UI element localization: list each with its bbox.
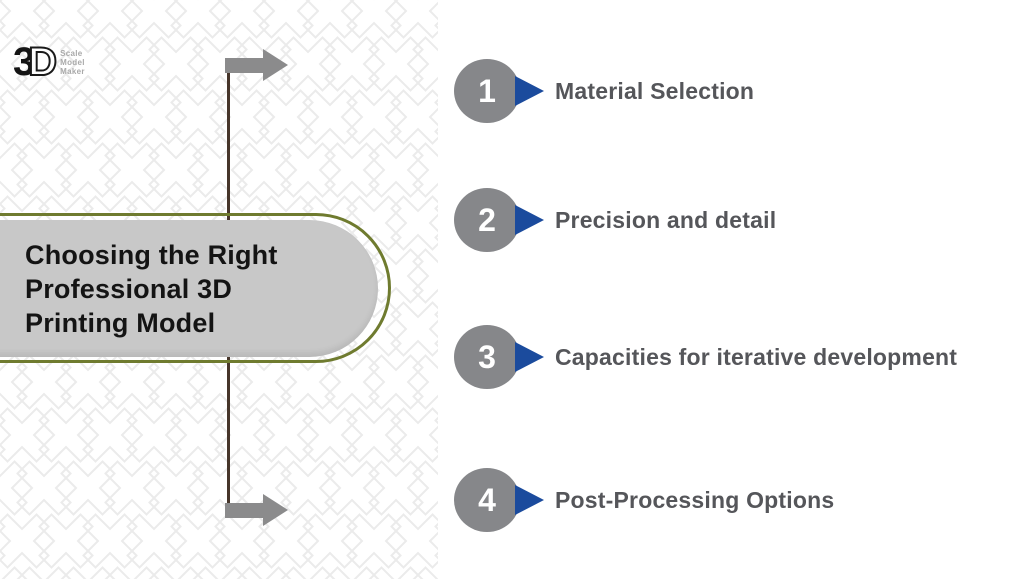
triangle-pointer-icon xyxy=(515,205,544,235)
step-label: Post-Processing Options xyxy=(555,486,835,513)
title-box: Choosing the Right Professional 3D Print… xyxy=(0,220,378,357)
triangle-pointer-icon xyxy=(515,485,544,515)
step-number-badge: 2 xyxy=(454,188,520,252)
arrow-head xyxy=(263,494,288,526)
logo-tagline-line: Scale xyxy=(60,48,83,58)
logo: 3 D Scale Model Maker xyxy=(13,40,85,84)
arrow-right-bottom-icon xyxy=(225,494,288,526)
title-box-outline xyxy=(0,213,391,363)
logo-3-glyph: 3 xyxy=(13,40,36,84)
logo-tagline: Scale Model Maker xyxy=(60,49,85,76)
arrow-head xyxy=(263,49,288,81)
step-item-1: 1 Material Selection xyxy=(454,58,754,124)
triangle-pointer-icon xyxy=(515,76,544,106)
step-item-2: 2 Precision and detail xyxy=(454,187,776,253)
logo-tagline-line: Maker xyxy=(60,66,85,76)
triangle-pointer-icon xyxy=(515,342,544,372)
step-label: Capacities for iterative development xyxy=(555,343,958,370)
page-title: Choosing the Right Professional 3D Print… xyxy=(25,239,278,338)
arrow-shaft xyxy=(225,57,263,73)
step-item-3: 3 Capacities for iterative development xyxy=(454,324,957,390)
arrow-right-top-icon xyxy=(225,49,288,81)
step-number-badge: 4 xyxy=(454,468,520,532)
step-label: Precision and detail xyxy=(555,206,777,233)
step-label: Material Selection xyxy=(555,77,755,104)
logo-tagline-line: Model xyxy=(60,57,85,67)
logo-d-glyph: D xyxy=(27,40,58,84)
step-item-4: 4 Post-Processing Options xyxy=(454,467,834,533)
arrow-shaft xyxy=(225,502,263,518)
step-number-badge: 3 xyxy=(454,325,520,389)
step-number-badge: 1 xyxy=(454,59,520,123)
